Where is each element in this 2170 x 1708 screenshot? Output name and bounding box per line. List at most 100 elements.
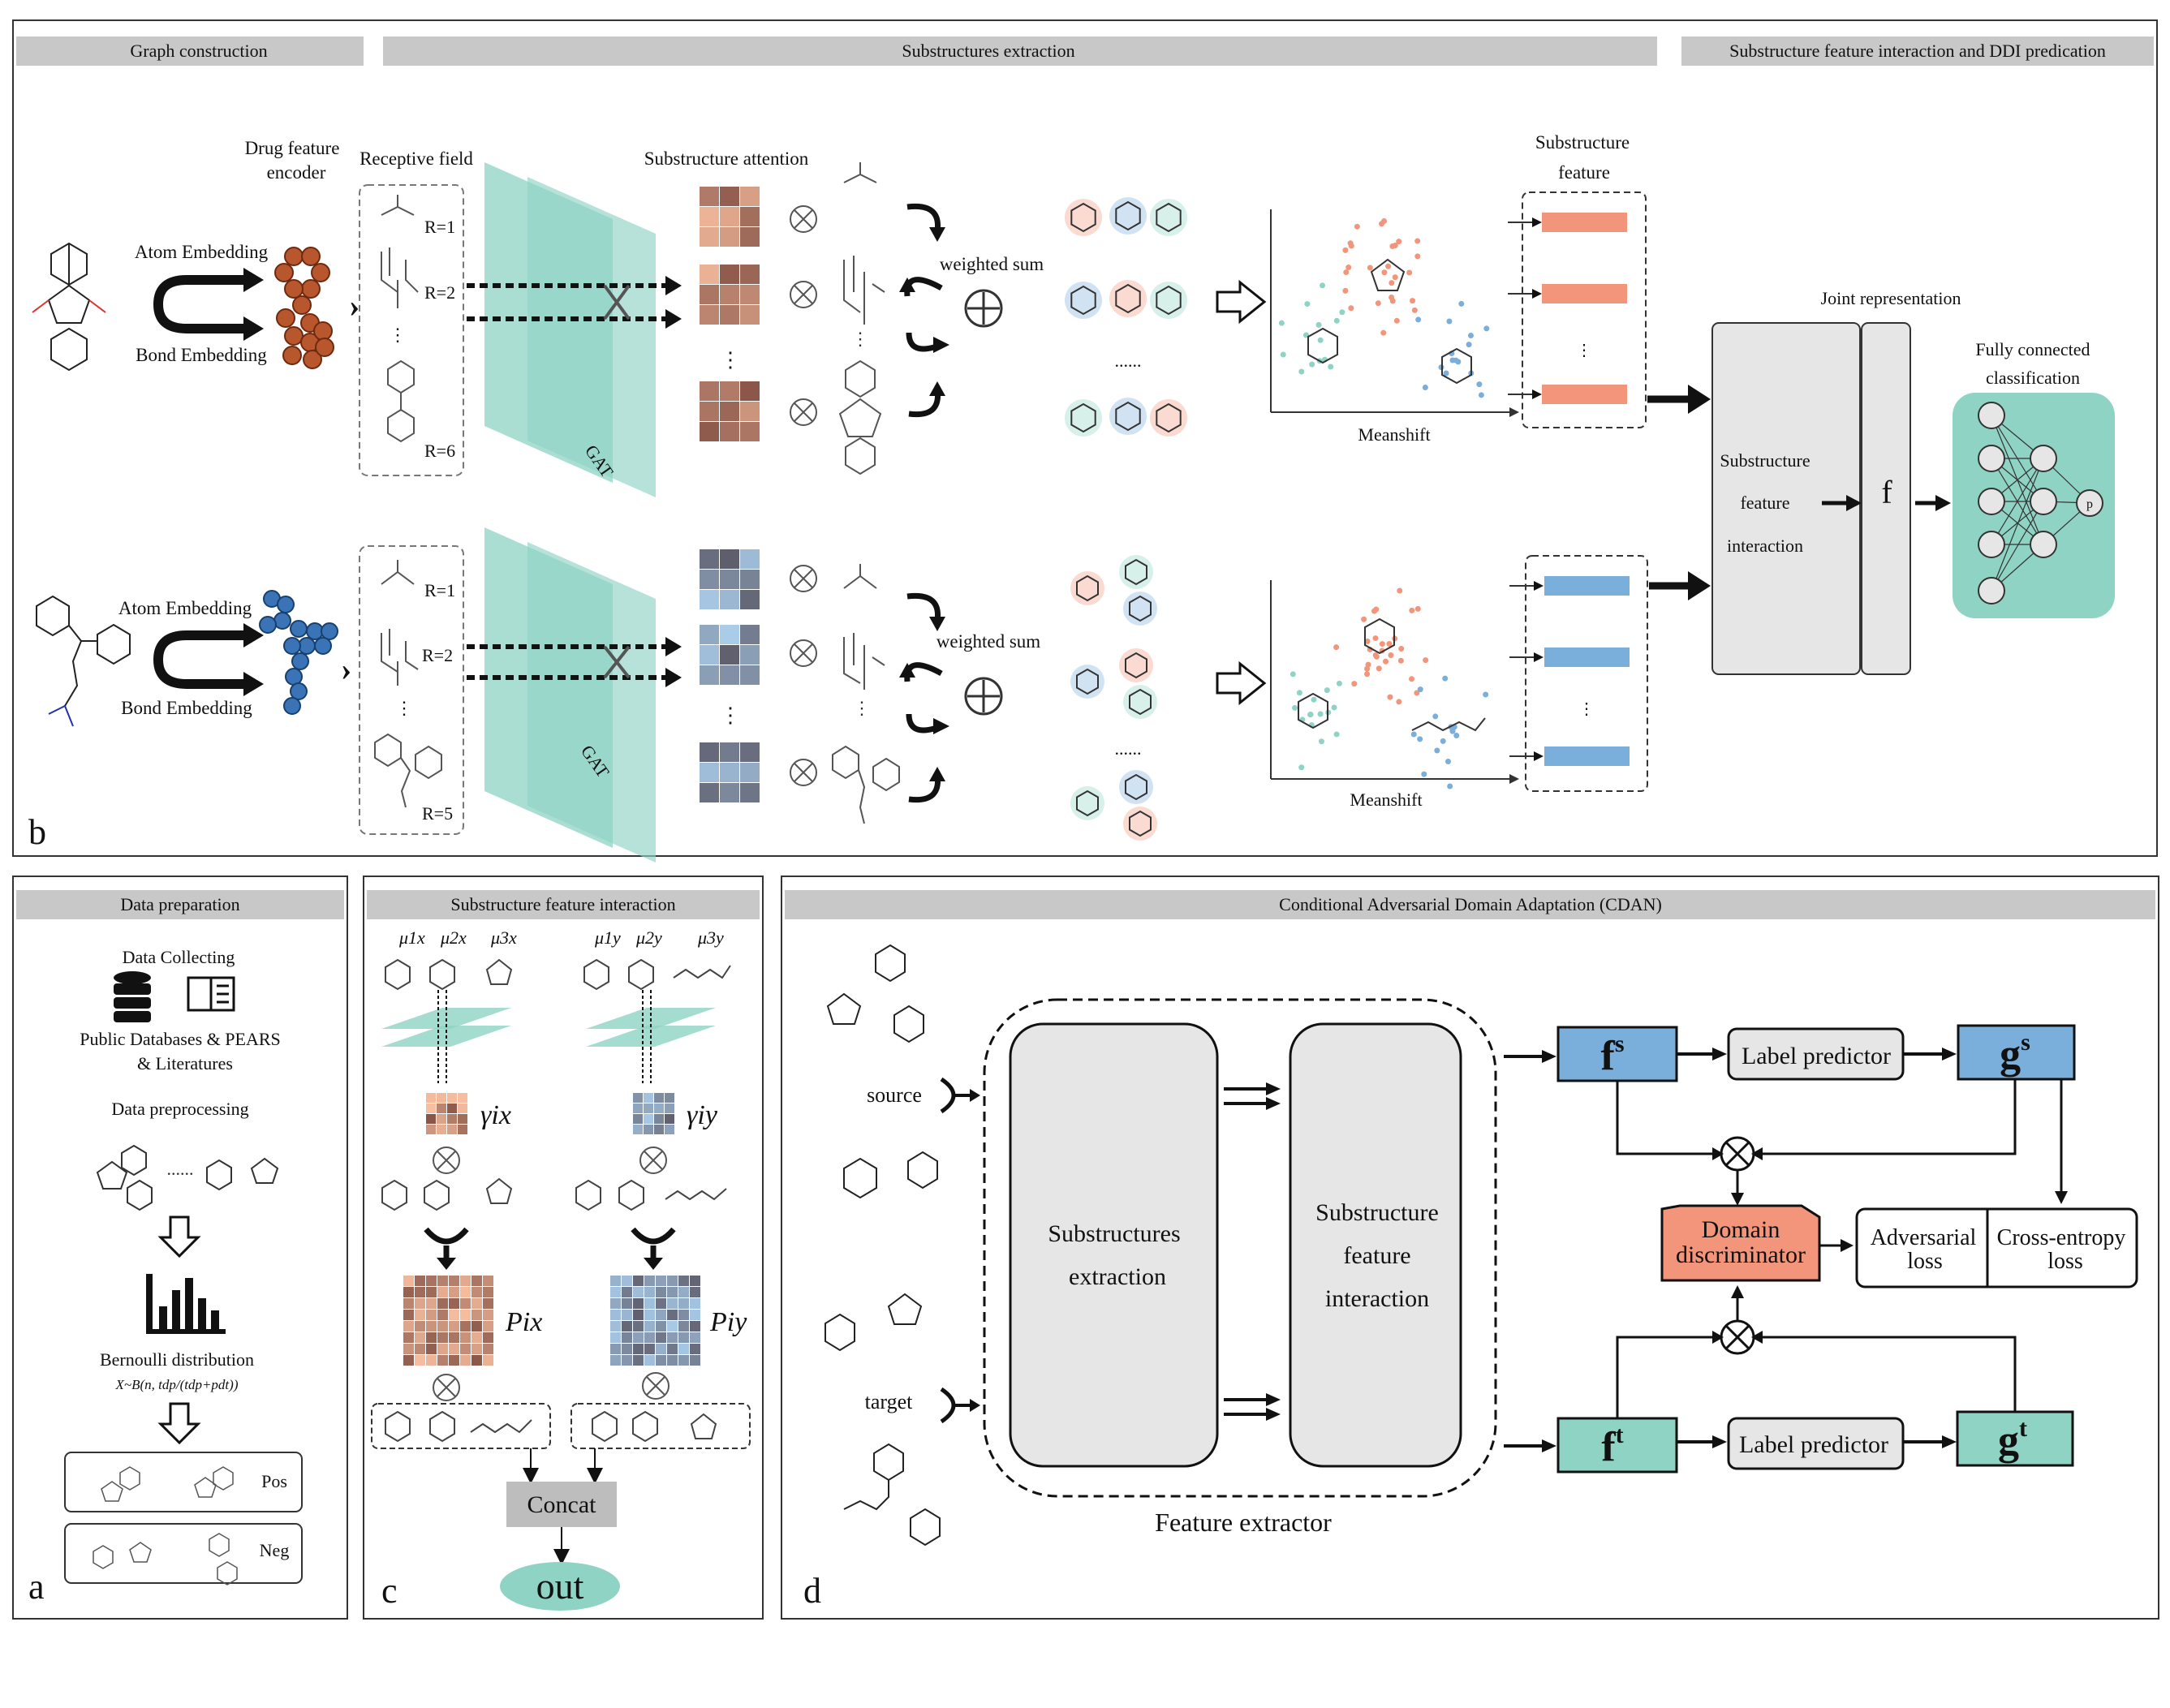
gamma-x-cell bbox=[426, 1125, 436, 1134]
receptive-field-box-bottom bbox=[359, 545, 464, 835]
gamma-y-cell bbox=[654, 1125, 664, 1134]
p-y-cell bbox=[644, 1310, 655, 1320]
p-x-cell bbox=[449, 1344, 459, 1354]
gamma-y-cell bbox=[654, 1104, 664, 1113]
header-graph-bg bbox=[16, 37, 364, 66]
attn-top-3-cell bbox=[700, 402, 719, 421]
mol-ellipsis-bottom: ...... bbox=[1115, 738, 1142, 759]
f-box bbox=[1861, 322, 1911, 675]
substructure-feature-label-1: Substructure bbox=[1535, 132, 1630, 153]
molecule-top-icon bbox=[32, 242, 106, 372]
gamma-x-cell bbox=[437, 1125, 446, 1134]
scatter-bottom-point bbox=[1376, 665, 1382, 672]
header-substructures: Substructures extraction bbox=[902, 41, 1074, 61]
mol-bottom-1-b-halo bbox=[1119, 648, 1153, 682]
scatter-top-point bbox=[1389, 280, 1395, 286]
p-x-cell bbox=[483, 1298, 493, 1309]
fragment-r2-bottom bbox=[381, 629, 419, 686]
feature-bar-top-3 bbox=[1542, 385, 1627, 404]
p-x-cell bbox=[403, 1344, 414, 1354]
attn-top-1-cell bbox=[720, 207, 739, 226]
p-x-cell bbox=[449, 1355, 459, 1366]
chevron-bottom: › bbox=[341, 651, 351, 687]
hollow-arrow-top bbox=[1216, 279, 1267, 325]
feature-bar-bottom-3 bbox=[1544, 746, 1630, 766]
p-y-cell bbox=[633, 1287, 644, 1297]
interaction-block bbox=[1289, 1022, 1462, 1468]
p-x-cell bbox=[426, 1287, 437, 1297]
p-y-cell bbox=[633, 1276, 644, 1286]
gamma-y-cell bbox=[654, 1114, 664, 1124]
p-x-cell bbox=[449, 1276, 459, 1286]
attn-top-3-cell bbox=[720, 402, 739, 421]
scatter-top-point bbox=[1406, 269, 1413, 276]
attn-top-2-cell bbox=[700, 285, 719, 304]
scatter-top-point bbox=[1392, 243, 1398, 249]
scatter-bottom-point bbox=[1290, 671, 1296, 678]
scatter-top-point bbox=[1375, 300, 1381, 307]
substructure-molecules-bottom bbox=[1070, 555, 1157, 841]
scatter-bottom-point bbox=[1445, 758, 1451, 764]
nn-node bbox=[1978, 488, 2005, 515]
r2-top: R=2 bbox=[424, 282, 455, 303]
attn-top-3-cell bbox=[720, 381, 739, 401]
attn-top-2-cell bbox=[720, 305, 739, 325]
cross-entropy-loss-2: loss bbox=[2047, 1249, 2083, 1274]
scatter-top-point bbox=[1354, 223, 1360, 230]
feature-box-top bbox=[1522, 191, 1647, 428]
p-x-cell bbox=[426, 1310, 437, 1320]
attn-top-2-cell bbox=[740, 285, 760, 304]
attn-top-2-cell bbox=[700, 305, 719, 325]
scatter-bottom-point bbox=[1447, 783, 1453, 789]
interaction-line-1: Substructure bbox=[1720, 450, 1810, 471]
mol-bottom-0-c-halo bbox=[1123, 592, 1157, 626]
gamma-x-cell bbox=[426, 1114, 436, 1124]
scatter-top-point bbox=[1342, 247, 1349, 253]
atom-embedding-bottom: Atom Embedding bbox=[118, 598, 252, 618]
attention-grids-bottom bbox=[700, 549, 760, 802]
gat-plane-2-bottom bbox=[527, 542, 656, 863]
p-y-cell bbox=[667, 1321, 678, 1332]
curved-arrow-heads-top bbox=[899, 227, 949, 396]
scatter-top-point bbox=[1278, 320, 1285, 326]
attn-bottom-3-cell bbox=[720, 742, 739, 762]
p-x-cell bbox=[460, 1276, 471, 1286]
p-y-cell bbox=[633, 1332, 644, 1343]
nn-node bbox=[2030, 531, 2057, 558]
scatter-bottom-point bbox=[1351, 681, 1358, 687]
fc-label-2: classification bbox=[1986, 368, 2080, 388]
x-substructure-box bbox=[371, 1403, 551, 1449]
scatter-top-point bbox=[1342, 287, 1349, 294]
meanshift-plot-top bbox=[1270, 209, 1519, 417]
interaction-line-2: feature bbox=[1740, 493, 1789, 513]
gamma-x-cell bbox=[447, 1093, 457, 1103]
p-x-cell bbox=[415, 1287, 425, 1297]
gamma-x-cell bbox=[458, 1114, 467, 1124]
scatter-top-point bbox=[1333, 317, 1340, 324]
p-y-cell bbox=[644, 1298, 655, 1309]
scatter-top-point bbox=[1414, 253, 1421, 260]
p-x-cell bbox=[483, 1355, 493, 1366]
attn-dots-bottom: ⋮ bbox=[720, 703, 741, 727]
nn-node bbox=[2030, 445, 2057, 472]
feature-dots-top: ⋮ bbox=[1576, 342, 1592, 359]
scatter-top-point bbox=[1348, 243, 1354, 249]
gamma-y-cell bbox=[644, 1093, 653, 1103]
interaction-box bbox=[1711, 322, 1861, 675]
p-x-cell bbox=[415, 1310, 425, 1320]
attn-bottom-1-cell bbox=[700, 570, 719, 589]
panel-b-letter: b bbox=[28, 812, 46, 852]
c-dashed-arrows bbox=[437, 990, 652, 1083]
p-x-cell bbox=[471, 1321, 482, 1332]
gamma-x-cell bbox=[458, 1104, 467, 1113]
attn-bottom-1-cell bbox=[740, 590, 760, 609]
p-y-cell bbox=[656, 1310, 666, 1320]
attn-top-1-cell bbox=[740, 227, 760, 247]
p-y-cell bbox=[622, 1344, 632, 1354]
header-sub-bg bbox=[383, 37, 1657, 66]
bond-embedding-bottom: Bond Embedding bbox=[121, 698, 252, 718]
p-x-cell bbox=[415, 1298, 425, 1309]
adversarial-loss-1: Adversarial bbox=[1871, 1225, 1977, 1250]
discriminator-line-1: Domain bbox=[1702, 1216, 1780, 1243]
p-y-cell bbox=[633, 1355, 644, 1366]
